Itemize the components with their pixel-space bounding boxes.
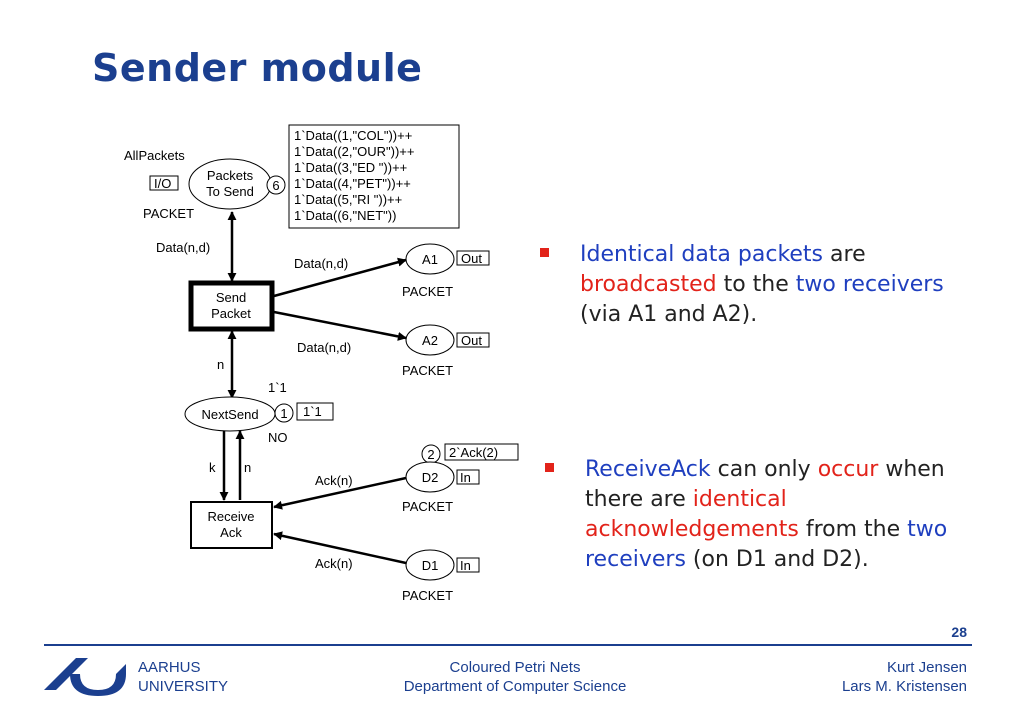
place-d1: D1 In PACKET — [402, 549, 480, 603]
color-set: PACKET — [402, 499, 453, 514]
bullet-broadcast: Identical data packets are broadcasted t… — [540, 240, 960, 330]
bullet-text: (via A1 and A2). — [580, 302, 758, 327]
arc-send-a2 — [273, 310, 407, 341]
svg-text:Out: Out — [461, 251, 482, 266]
marking-box — [288, 124, 460, 229]
svg-text:Ack: Ack — [220, 525, 242, 540]
bullet-text: two receivers — [795, 272, 944, 297]
place-next-send: 1`1 NextSend 1 1`1 NO — [184, 380, 334, 445]
color-set: PACKET — [143, 206, 194, 221]
token-count-circle — [266, 175, 286, 195]
arc-send-a1 — [273, 257, 407, 298]
svg-text:2`Ack(2): 2`Ack(2) — [449, 445, 498, 460]
color-set: PACKET — [402, 363, 453, 378]
university-name: AARHUS UNIVERSITY — [138, 658, 228, 696]
place-a1: A1 Out PACKET — [402, 243, 490, 299]
marking-box — [296, 402, 334, 421]
svg-text:In: In — [460, 470, 471, 485]
svg-text:In: In — [460, 558, 471, 573]
transition-send-packet: Send Packet — [188, 280, 275, 332]
token-count-circle — [274, 403, 294, 423]
color-set: NO — [268, 430, 288, 445]
svg-text:Send: Send — [216, 290, 246, 305]
author-name: Kurt Jensen — [886, 659, 967, 676]
initial-marking: 1`1 — [268, 380, 287, 395]
page-title: Sender module — [92, 46, 423, 90]
bullet-text: when there are — [585, 457, 945, 512]
place-packets-to-send: AllPackets I/O Packets To Send 6 PACKET … — [124, 124, 460, 229]
university-line1: AARHUS — [138, 659, 201, 676]
bullet-text: broadcasted — [580, 272, 717, 297]
token-count: 6 — [272, 178, 279, 193]
marking-line-1: 1`Data((1,"COL"))++ — [294, 128, 412, 143]
department-name: Department of Computer Science — [403, 678, 627, 695]
bullet-text: can only — [710, 457, 818, 482]
bullet-text: from the — [798, 517, 908, 542]
svg-text:D1: D1 — [422, 558, 439, 573]
arc-label-k: k — [209, 460, 216, 475]
arc-d1-receive — [273, 531, 407, 565]
bullet-text: two receivers — [585, 517, 948, 572]
arc-label-send-a1: Data(n,d) — [294, 256, 348, 271]
course-title: Coloured Petri Nets — [449, 659, 581, 676]
marking-line-4: 1`Data((4,"PET"))++ — [294, 176, 411, 191]
arc-inscriptions: Data(n,d) Data(n,d) Data(n,d) n k n Ack(… — [156, 240, 353, 571]
svg-text:1`1: 1`1 — [303, 404, 322, 419]
svg-text:Out: Out — [461, 333, 482, 348]
footer-divider — [44, 644, 972, 646]
place-name-line1: Packets — [207, 168, 254, 183]
port-tag-in — [456, 557, 480, 573]
bullet-text: identical acknowledgements — [585, 487, 799, 542]
arc-label-packets-send: Data(n,d) — [156, 240, 210, 255]
university-line2: UNIVERSITY — [138, 678, 229, 695]
svg-text:Packet: Packet — [211, 306, 251, 321]
place-d2: 2 2`Ack(2) D2 In PACKET — [402, 443, 519, 514]
svg-text:A1: A1 — [422, 252, 438, 267]
marking-line-6: 1`Data((6,"NET")) — [294, 208, 396, 223]
port-tag-out — [456, 332, 490, 348]
bullet-text: (on D1 and D2). — [685, 547, 869, 572]
svg-text:D2: D2 — [422, 470, 439, 485]
footer-course-info: Coloured Petri Nets Department of Comput… — [380, 658, 650, 696]
page-number: 28 — [951, 624, 967, 640]
bullet-square-icon — [545, 463, 554, 472]
transition-receive-ack: Receive Ack — [190, 501, 273, 549]
marking-box — [444, 443, 519, 461]
svg-text:Receive: Receive — [208, 509, 255, 524]
port-tag-text: I/O — [154, 176, 171, 191]
color-set: PACKET — [402, 284, 453, 299]
arc-label-d2: Ack(n) — [315, 473, 353, 488]
arc-label-send-a2: Data(n,d) — [297, 340, 351, 355]
arc-d2-receive — [273, 476, 407, 510]
bullet-text: ReceiveAck — [585, 457, 711, 482]
place-a2: A2 Out PACKET — [402, 324, 490, 378]
arc-label-d1: Ack(n) — [315, 556, 353, 571]
aarhus-university-logo-icon — [44, 658, 126, 696]
port-tag-out — [456, 250, 490, 266]
bullet-receive-ack: ReceiveAck can only occur when there are… — [545, 455, 995, 575]
author-name: Lars M. Kristensen — [841, 678, 967, 695]
fusion-label: AllPackets — [124, 148, 185, 163]
bullet-text: occur — [817, 457, 879, 482]
port-tag-in — [456, 469, 480, 485]
bullet-text: Identical data packets — [580, 242, 824, 267]
marking-line-3: 1`Data((3,"ED "))++ — [294, 160, 407, 175]
arc-label-n: n — [244, 460, 251, 475]
marking-line-2: 1`Data((2,"OUR"))++ — [294, 144, 414, 159]
color-set: PACKET — [402, 588, 453, 603]
marking-line-5: 1`Data((5,"RI "))++ — [294, 192, 402, 207]
port-tag-io — [149, 175, 179, 191]
arc-label-next-send: n — [217, 357, 224, 372]
arcs — [219, 211, 407, 565]
bullet-square-icon — [540, 248, 549, 257]
bullet-text: are — [823, 242, 866, 267]
svg-text:1: 1 — [280, 406, 287, 421]
svg-text:NextSend: NextSend — [201, 407, 258, 422]
place-name-line2: To Send — [206, 184, 254, 199]
svg-text:2: 2 — [427, 447, 434, 462]
svg-text:A2: A2 — [422, 333, 438, 348]
footer-authors: Kurt Jensen Lars M. Kristensen — [842, 658, 967, 696]
bullet-text: to the — [716, 272, 796, 297]
